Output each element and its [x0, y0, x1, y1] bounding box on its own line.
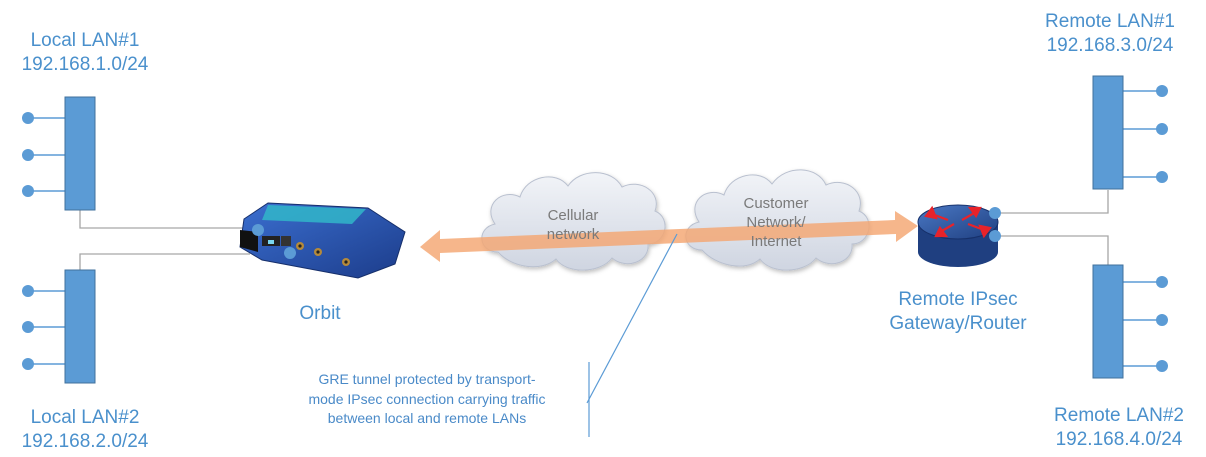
remote-lan1-node [1156, 85, 1168, 97]
cellular-line2: network [546, 225, 600, 243]
orbit-label: Orbit [299, 303, 341, 324]
router-port-dot [989, 207, 1001, 219]
cellular-line1: Cellular [547, 207, 599, 224]
remote-lan2-node [1156, 314, 1168, 326]
customer-cloud [685, 169, 870, 271]
local-lan2-name: Local LAN#2 [30, 407, 140, 428]
remote-lan1-name: Remote LAN#1 [1045, 11, 1175, 32]
link-local-lan1 [79, 210, 250, 229]
remote-lan1-switch [1092, 75, 1168, 190]
local-lan1-node [22, 112, 34, 124]
remote-lan1-subnet: 192.168.3.0/24 [1046, 34, 1174, 56]
router-icon [917, 204, 1001, 267]
remote-lan2-name: Remote LAN#2 [1054, 405, 1184, 426]
orbit-port-dot [252, 224, 264, 236]
cellular-cloud-label: Cellular network [518, 207, 628, 245]
tunnel-note-line2: mode IPsec connection carrying traffic [308, 390, 546, 407]
customer-line1: Customer [743, 195, 809, 212]
local-lan1-node [22, 185, 34, 197]
remote-lan1-label: Remote LAN#1 192.168.3.0/24 [1025, 10, 1195, 58]
gateway-line1: Remote IPsec [898, 289, 1018, 310]
local-lan2-node [22, 358, 34, 370]
local-lan1-switch [22, 96, 96, 211]
local-lan1-label: Local LAN#1 192.168.1.0/24 [0, 29, 170, 77]
local-lan2-switch [22, 269, 96, 384]
tunnel-note-line1: GRE tunnel protected by transport- [318, 371, 536, 387]
gateway-line2: Gateway/Router [889, 312, 1027, 334]
remote-lan2-node [1156, 360, 1168, 372]
tunnel-arrow [420, 211, 918, 262]
customer-cloud-label: Customer Network/ Internet [716, 195, 836, 251]
orbit-device [239, 202, 406, 279]
customer-line3: Internet [750, 232, 802, 250]
local-lan1-subnet: 192.168.1.0/24 [21, 53, 149, 75]
link-remote-lan1 [995, 190, 1109, 214]
local-lan2-subnet: 192.168.2.0/24 [21, 430, 149, 452]
connection-lines [79, 190, 1109, 270]
remote-lan2-subnet: 192.168.4.0/24 [1055, 428, 1183, 450]
local-lan2-label: Local LAN#2 192.168.2.0/24 [0, 406, 170, 454]
local-lan1-name: Local LAN#1 [30, 30, 140, 51]
remote-lan2-label: Remote LAN#2 192.168.4.0/24 [1032, 404, 1206, 452]
callout-lines [586, 233, 678, 437]
local-lan1-node [22, 149, 34, 161]
remote-lan1-node [1156, 171, 1168, 183]
link-local-lan2 [79, 253, 250, 270]
router-port-dot [989, 230, 1001, 242]
remote-lan2-node [1156, 276, 1168, 288]
tunnel-note: GRE tunnel protected by transport- mode … [268, 370, 586, 429]
remote-lan2-switch [1092, 264, 1168, 379]
link-remote-lan2 [995, 235, 1109, 265]
tunnel-note-line3: between local and remote LANs [327, 410, 527, 427]
local-lan2-node [22, 285, 34, 297]
local-lan2-node [22, 321, 34, 333]
customer-line2: Network/ [746, 213, 806, 231]
gateway-label: Remote IPsec Gateway/Router [878, 288, 1038, 336]
remote-lan1-node [1156, 123, 1168, 135]
orbit-port-dot [284, 247, 296, 259]
